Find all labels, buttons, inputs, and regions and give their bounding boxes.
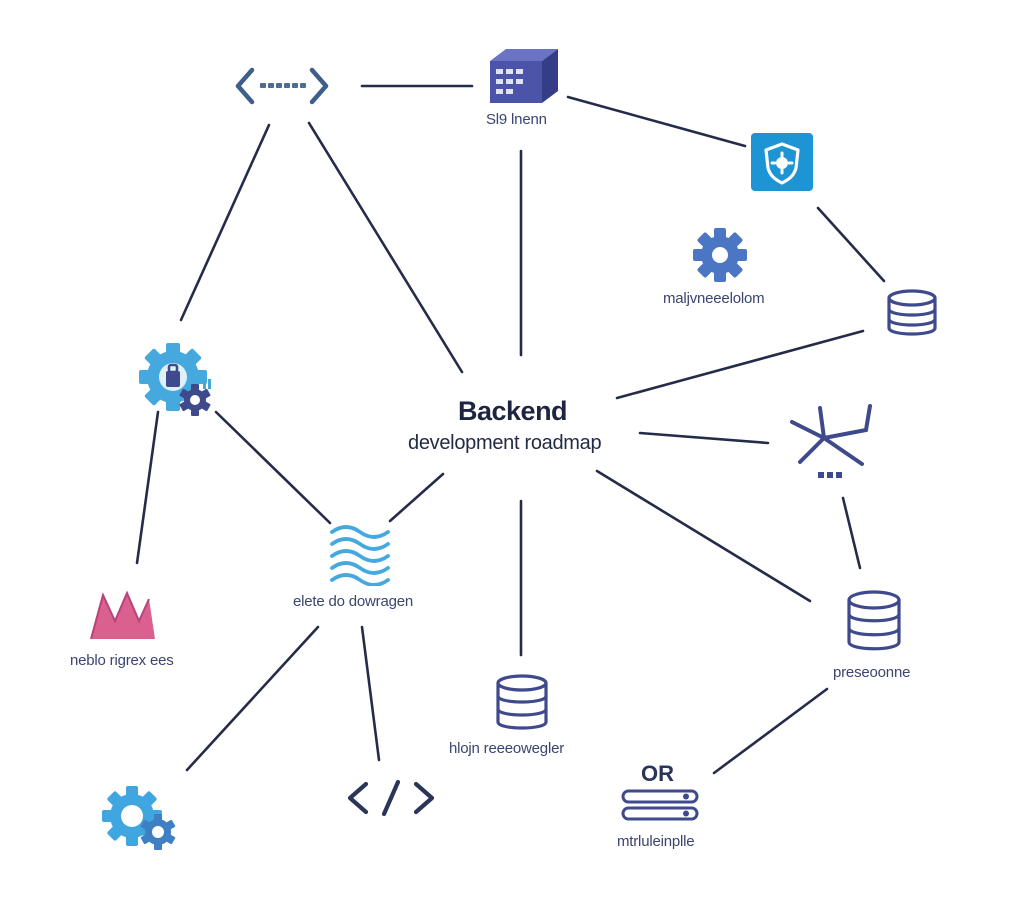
code-brackets-icon <box>347 779 435 817</box>
edge <box>214 410 332 525</box>
edge <box>307 121 464 374</box>
settings-gear-icon <box>693 228 747 282</box>
heartbeat-chart-icon <box>90 590 155 640</box>
edge <box>816 206 886 283</box>
database-icon <box>887 289 937 336</box>
edge <box>179 123 271 322</box>
edge <box>185 625 320 772</box>
waves-label: elete do dowragen <box>293 593 414 610</box>
or-label: OR <box>641 761 674 786</box>
server-label: Sl9 lnenn <box>486 111 547 128</box>
server-box-icon <box>490 49 558 103</box>
diagram-title: Backend <box>458 396 568 426</box>
pink-label: neblo rigrex ees <box>70 652 174 669</box>
gear-cluster-icon <box>102 786 176 850</box>
cable-plug-icon <box>621 789 699 821</box>
database-icon <box>496 674 548 730</box>
shield-gear-icon <box>751 133 813 191</box>
database-icon <box>847 590 901 651</box>
edge <box>388 472 445 523</box>
db-right-label: preseoonne <box>833 664 911 681</box>
edge <box>638 431 770 445</box>
settings-label: maljvneeelolom <box>663 290 765 307</box>
edge <box>615 329 865 400</box>
star-network-icon <box>790 404 872 478</box>
waves-icon <box>330 525 390 586</box>
edge <box>360 625 381 762</box>
or-node-label: mtrluleinplle <box>617 833 695 850</box>
edge <box>841 496 862 570</box>
db-center-label: hlojn reeeowegler <box>449 740 565 757</box>
edge <box>566 95 747 148</box>
diagram-subtitle: development roadmap <box>408 432 602 454</box>
edge <box>595 469 812 603</box>
edge <box>712 687 829 775</box>
gear-cluster-icon <box>139 343 211 416</box>
edge <box>135 410 160 565</box>
ellipsis-code-icon <box>235 67 329 105</box>
